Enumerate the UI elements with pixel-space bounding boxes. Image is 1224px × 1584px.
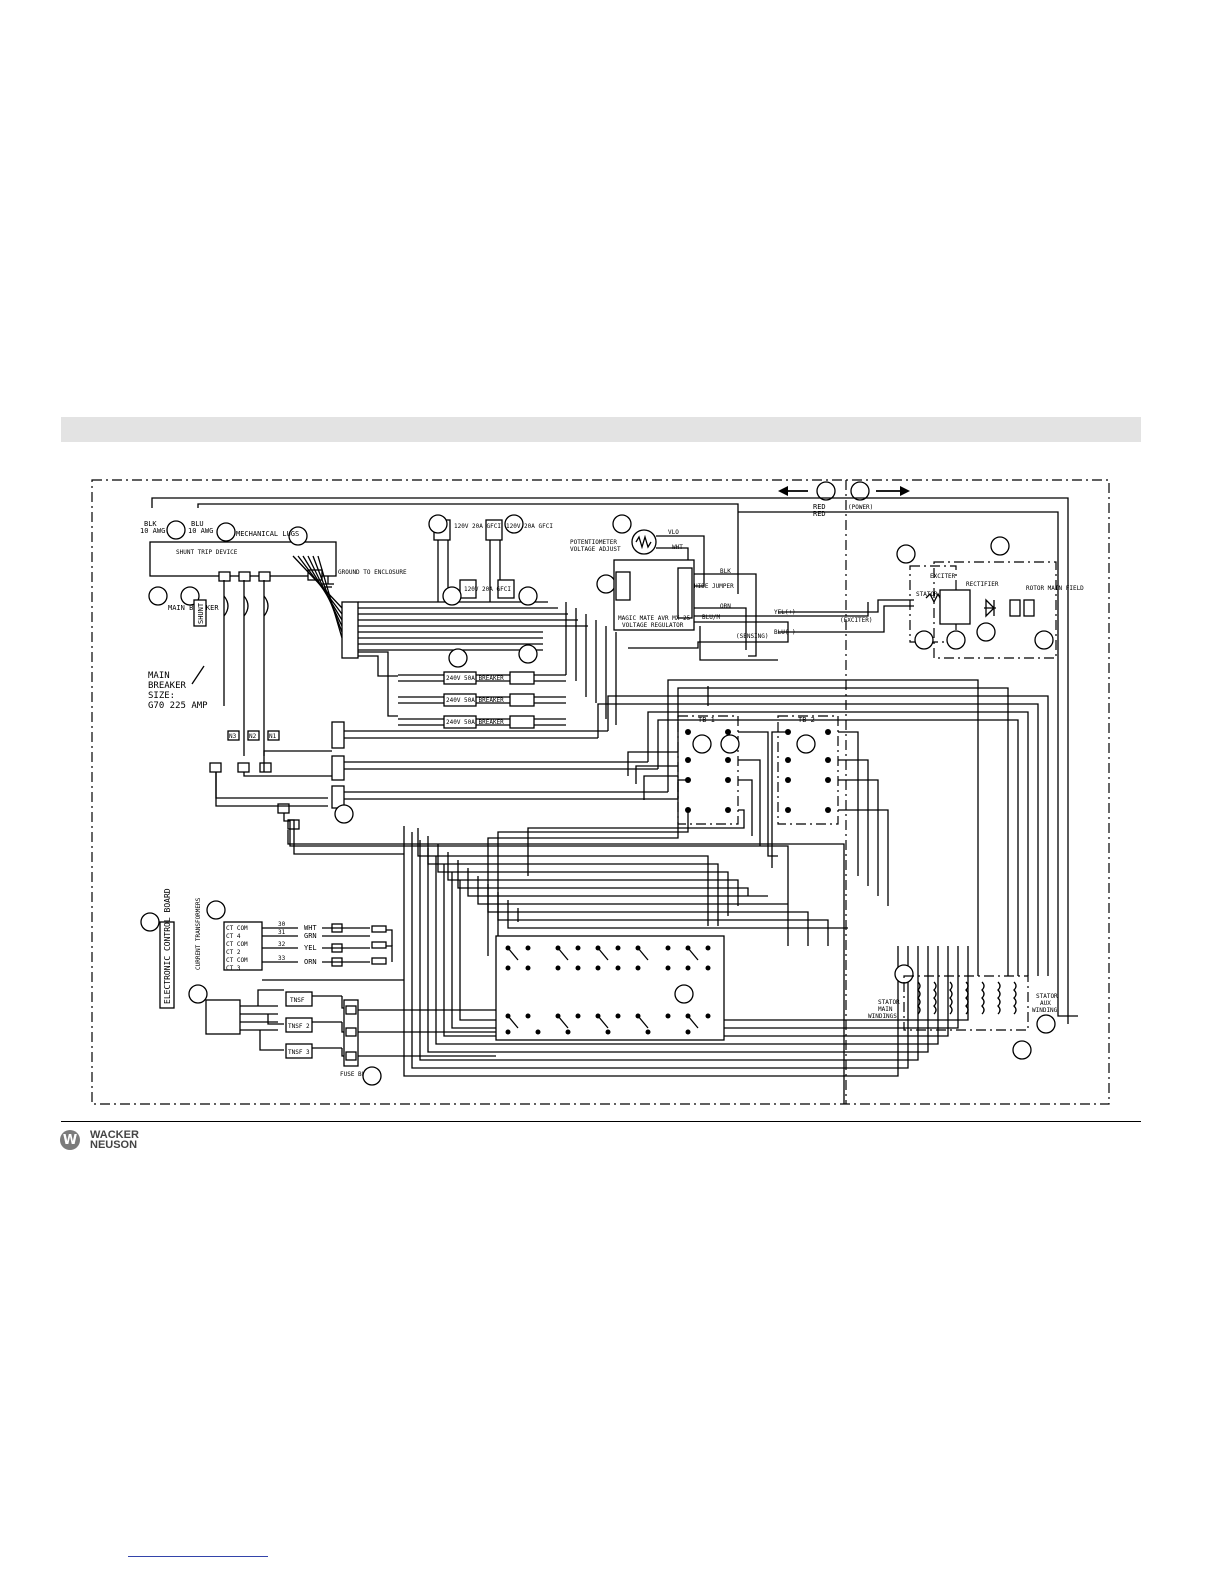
callout-circle: [850, 481, 870, 501]
ct-num-3: 32: [278, 941, 286, 948]
ct-label: CURRENT TRANSFORMERS: [195, 897, 202, 970]
ct-term-2: CT 4: [226, 933, 241, 940]
ct-term-6: CT 3: [226, 965, 241, 972]
vlo-label: VLO: [668, 529, 679, 536]
gfci-2-label: 120V 20A GFCI: [506, 523, 553, 530]
enclosure-boundary: [91, 479, 1110, 1105]
wire-color-3: YEL: [304, 944, 317, 952]
stator-aux-2: AUX: [1040, 1000, 1051, 1007]
breaker-1-label: 240V 50A BREAKER: [446, 675, 504, 682]
gfci-1-label: 120V 20A GFCI: [454, 523, 501, 530]
brand-logo: W WACKER NEUSON: [60, 1128, 139, 1152]
rectifier-label: RECTIFIER: [966, 581, 999, 588]
avr-label-1: MAGIC MATE AVR MX-25: [618, 615, 691, 622]
red-label-2: RED: [813, 510, 826, 518]
blk-awg-label: 10 AWG: [140, 527, 165, 535]
red-label: RED: [813, 503, 826, 511]
phase-tag-1: N3: [229, 733, 237, 740]
main-breaker-size-4: G70 225 AMP: [148, 701, 208, 711]
ct-term-1: CT COM: [226, 925, 248, 932]
tnsf2-label: TNSF 2: [288, 1023, 310, 1030]
wire-color-1: WHT: [304, 924, 317, 932]
brand-line-1: WACKER: [90, 1129, 139, 1141]
callout-circle: [816, 481, 836, 501]
stator-aux-3: WINDING: [1032, 1007, 1058, 1014]
wire-color-4: ORN: [304, 958, 317, 966]
ground-label: GROUND TO ENCLOSURE: [338, 569, 407, 576]
rotor-field-label: ROTOR MAIN FIELD: [1026, 585, 1084, 592]
exciter-label: EXCITER: [930, 573, 956, 580]
power-label: (POWER): [848, 504, 873, 511]
shunt-trip-label: SHUNT TRIP DEVICE: [176, 549, 238, 556]
diode-icon: [984, 598, 996, 618]
ecb-label: ELECTRONIC CONTROL BOARD: [163, 888, 172, 1004]
blk-label: BLK: [720, 568, 731, 575]
breaker-3-label: 240V 50A BREAKER: [446, 719, 504, 726]
bottom-link-underline[interactable]: [128, 1556, 268, 1557]
avr-label-2: VOLTAGE REGULATOR: [622, 622, 684, 629]
ct-term-4: CT 2: [226, 949, 241, 956]
ct-num-2: 31: [278, 929, 286, 936]
stator-aux-1: STATOR: [1036, 993, 1058, 1000]
hide-jumper-label: HIDE JUMPER: [694, 583, 734, 590]
arrow-left-icon: [778, 486, 808, 496]
transformer-2: [285, 1017, 313, 1033]
blu-wire-label: BLU: [191, 520, 204, 528]
phase-tag-2: N2: [249, 733, 257, 740]
stator-main-1: STATOR: [878, 999, 900, 1006]
section-header-band: [61, 417, 1141, 442]
blu-awg-label: 10 AWG: [188, 527, 213, 535]
ct-term-5: CT COM: [226, 957, 248, 964]
transformer-1: [285, 991, 313, 1007]
stator-main-windings: [903, 975, 1029, 1031]
pot-label-1: POTENTIOMETER: [570, 539, 617, 546]
current-transformer-terminals: [223, 921, 263, 971]
main-breaker-size-2: BREAKER: [148, 681, 187, 691]
ct-term-3: CT COM: [226, 941, 248, 948]
distribution-terminal-strip: [341, 601, 359, 659]
arrow-right-icon: [876, 486, 910, 496]
tnsf3-label: TNSF 3: [288, 1049, 310, 1056]
brand-mark-icon: W: [60, 1130, 80, 1150]
exciter-callout-label: (EXCITER): [840, 617, 873, 624]
pot-label-2: VOLTAGE ADJUST: [570, 546, 621, 553]
blum-label: BLU/M: [702, 614, 720, 621]
stator-main-3: WINDINGS: [868, 1013, 897, 1020]
breaker-2-label: 240V 50A BREAKER: [446, 697, 504, 704]
electronic-control-board: [159, 921, 175, 1009]
phase-tag-3: N1: [269, 733, 277, 740]
stator-label: STATOR: [916, 591, 938, 598]
transformer-3: [285, 1043, 313, 1059]
fuse-block-label: FUSE BLOCK: [340, 1071, 377, 1078]
footer-rule: [61, 1121, 1141, 1122]
wire-color-2: GRN: [304, 932, 317, 940]
resistor-icon: [1009, 599, 1035, 617]
shunt-label: SHUNT: [197, 602, 205, 624]
blk-wire-label: BLK: [144, 520, 157, 528]
main-breaker-size-1: MAIN: [148, 671, 170, 681]
wiring-diagram: .ln { stroke:#000; fill:none; stroke-wid…: [88, 476, 1114, 1108]
brand-wordmark: WACKER NEUSON: [90, 1129, 139, 1151]
main-breaker-size-3: SIZE:: [148, 691, 175, 701]
gfci-3-label: 120V 20A GFCI: [464, 586, 511, 593]
terminal-block-tb2: [777, 715, 839, 825]
brand-line-2: NEUSON: [90, 1139, 138, 1151]
stator-main-2: MAIN: [878, 1006, 893, 1013]
orn-label: ORN: [720, 603, 731, 610]
wiring-diagram-svg: .ln { stroke:#000; fill:none; stroke-wid…: [91, 479, 1110, 1105]
tnsf-label: TNSF: [290, 997, 305, 1004]
ct-num-1: 30: [278, 921, 286, 928]
ct-num-4: 33: [278, 955, 286, 962]
sensing-label: (SENSING): [736, 633, 769, 640]
mechanical-lugs-label: MECHANICAL LUGS: [236, 530, 299, 538]
